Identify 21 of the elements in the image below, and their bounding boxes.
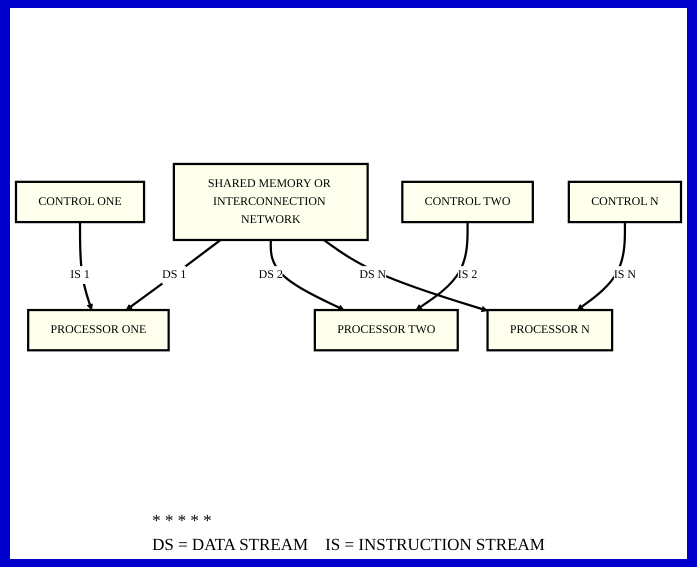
note-text: * * * * * (152, 511, 213, 531)
arrow (126, 239, 222, 311)
edge-label: IS 2 (458, 268, 478, 282)
node-box: PROCESSOR TWO (314, 309, 459, 352)
edge-label: DS 1 (162, 268, 186, 282)
arrow (270, 240, 344, 311)
node-box: CONTROL ONE (14, 181, 146, 224)
note-text: DS = DATA STREAM IS = INSTRUCTION STREAM (152, 535, 545, 555)
edge-label: DS N (359, 268, 386, 282)
arrow (78, 222, 93, 311)
node-box: CONTROL TWO (401, 181, 534, 224)
node-box: PROCESSOR N (486, 309, 614, 352)
node-box: SHARED MEMORY OR INTERCONNECTION NETWORK (172, 163, 369, 242)
arrow (576, 222, 626, 311)
node-box: PROCESSOR ONE (27, 309, 170, 352)
edge-label: IS N (614, 268, 636, 282)
edge-label: IS 1 (70, 268, 90, 282)
node-box: CONTROL N (568, 181, 682, 224)
arrow (323, 239, 488, 312)
arrow (416, 222, 469, 311)
edge-label: DS 2 (258, 268, 283, 282)
